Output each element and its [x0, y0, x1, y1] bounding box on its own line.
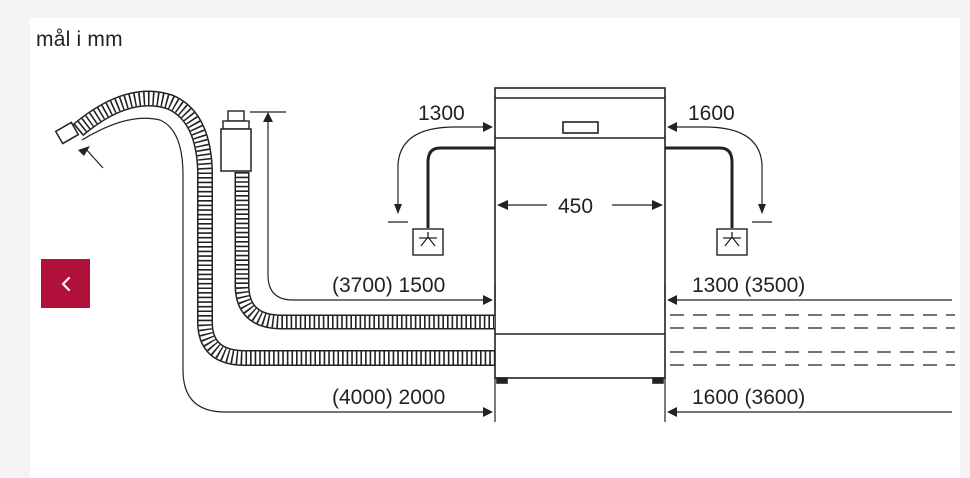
control-panel-display	[562, 121, 599, 134]
left-drain-height-arrow	[388, 122, 493, 223]
drain-hose-nozzle	[54, 121, 80, 145]
left-drain-hose	[412, 146, 495, 256]
right-hose-continuation	[670, 314, 955, 366]
unit-label: mål i mm	[36, 28, 123, 51]
right-supply-length-label: 1600 (3600)	[692, 386, 805, 409]
chevron-left-icon	[61, 276, 70, 291]
right-drain-height-arrow	[667, 122, 772, 223]
aquastop-valve	[220, 128, 252, 172]
appliance-width-label: 450	[558, 195, 593, 218]
width-dimension	[497, 200, 663, 210]
water-supply-hose	[220, 110, 495, 330]
right-drain-length-label: 1300 (3500)	[692, 274, 805, 297]
right-length-guides	[667, 295, 952, 417]
reference-lines	[494, 285, 666, 422]
dishwasher	[494, 87, 666, 384]
left-supply-length-label: (4000) 2000	[332, 386, 445, 409]
back-button[interactable]	[41, 259, 90, 308]
drain-hose	[54, 90, 495, 366]
right-drain-height-label: 1600	[688, 102, 735, 125]
left-supply-length-guide	[250, 111, 493, 305]
left-drain-height-label: 1300	[418, 102, 465, 125]
left-drain-length-label: (3700) 1500	[332, 274, 445, 297]
left-drain-length-guide	[78, 117, 493, 417]
right-drain-hose	[665, 146, 748, 256]
